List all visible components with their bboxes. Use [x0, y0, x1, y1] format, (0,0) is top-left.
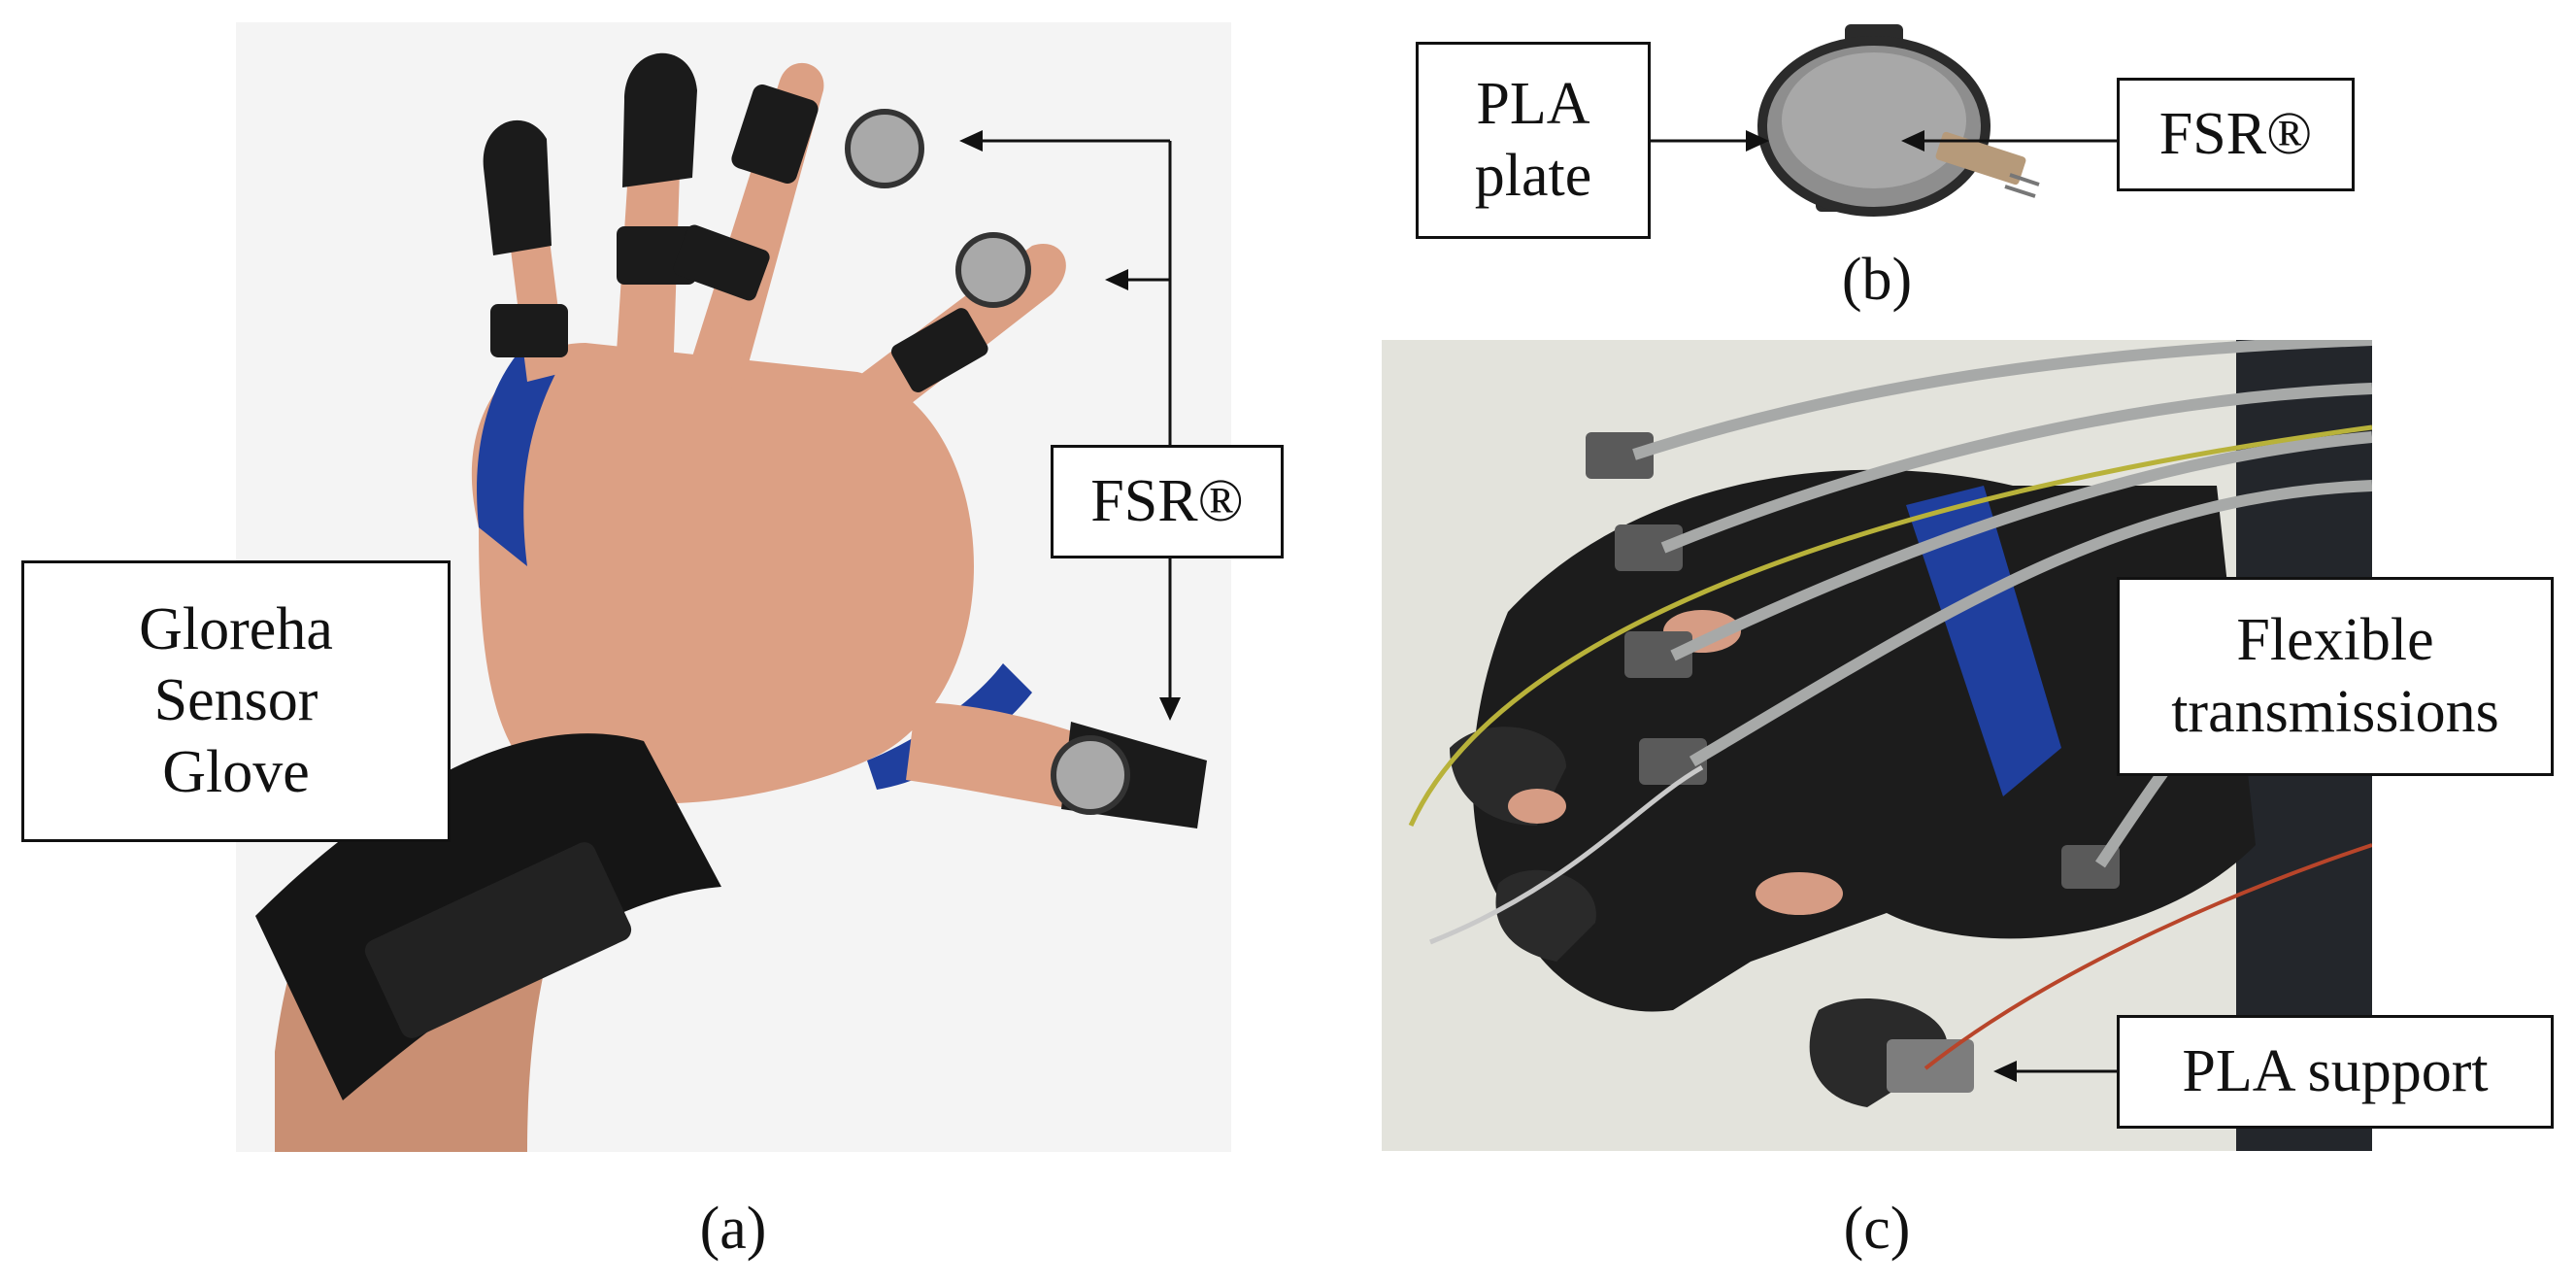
flexible-transmissions-line1: Flexible — [2236, 607, 2434, 674]
caption-b: (b) — [1841, 247, 1913, 313]
flexible-transmissions-line2: transmissions — [2171, 678, 2499, 745]
flexible-transmissions-label: Flexible transmissions — [2117, 577, 2554, 776]
fsr-label-a-text: FSR® — [1090, 467, 1244, 534]
caption-a: (a) — [699, 1196, 767, 1262]
fsr-label-b-text: FSR® — [2158, 100, 2313, 167]
gloreha-label-line2: Sensor — [153, 667, 318, 734]
fsr-label-b: FSR® — [2117, 78, 2355, 191]
gloreha-label: Gloreha Sensor Glove — [21, 560, 451, 842]
panel-b-sensor-illustration — [1757, 24, 2040, 217]
panel-a-photo — [236, 22, 1231, 1152]
caption-c: (c) — [1843, 1196, 1911, 1262]
pla-plate-label-line1: PLA — [1476, 71, 1590, 138]
gloreha-label-line1: Gloreha — [139, 596, 333, 663]
pla-support-label: PLA support — [2117, 1015, 2554, 1129]
fsr-label-a: FSR® — [1051, 445, 1284, 558]
gloreha-label-line3: Glove — [162, 738, 310, 805]
pla-support-label-text: PLA support — [2182, 1037, 2489, 1104]
pla-plate-label-line2: plate — [1474, 142, 1592, 209]
pla-plate-label: PLA plate — [1416, 42, 1651, 239]
